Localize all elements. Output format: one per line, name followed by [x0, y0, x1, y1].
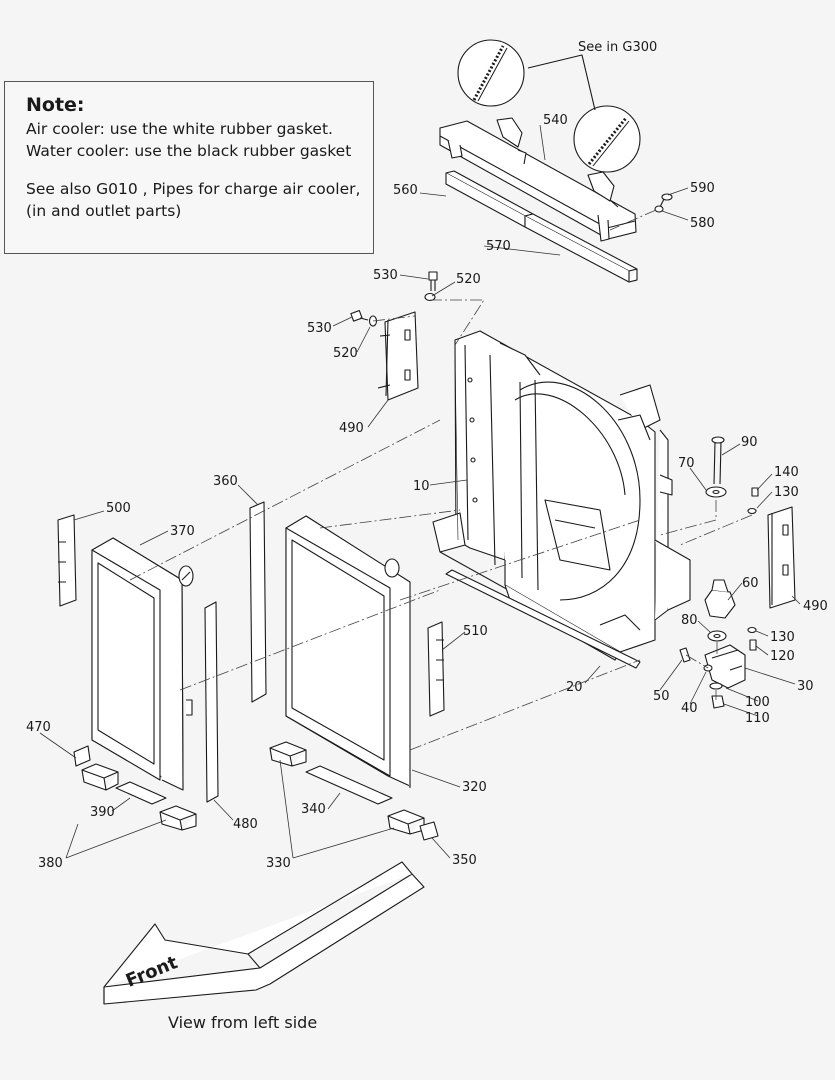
label-120: 120 — [770, 649, 795, 664]
front-arrow — [103, 861, 425, 1005]
label-80: 80 — [681, 613, 698, 628]
gasket-510 — [427, 621, 445, 717]
label-320: 320 — [462, 780, 487, 795]
label-50: 50 — [653, 689, 670, 704]
label-530-upper: 530 — [373, 268, 398, 283]
mount-bolt-90 — [705, 436, 759, 515]
label-510: 510 — [463, 624, 488, 639]
supports-left — [73, 745, 197, 831]
label-520-upper: 520 — [456, 272, 481, 287]
label-350: 350 — [452, 853, 477, 868]
gasket-strips-top — [445, 170, 638, 283]
gasket-360 — [249, 501, 267, 703]
leader-lines — [39, 124, 801, 859]
label-570: 570 — [486, 239, 511, 254]
note-spacer — [26, 162, 373, 178]
label-380: 380 — [38, 856, 63, 871]
view-caption: View from left side — [168, 1013, 317, 1032]
label-330: 330 — [266, 856, 291, 871]
label-520: 520 — [333, 346, 358, 361]
note-water-cooler: Water cooler: use the black rubber gaske… — [26, 142, 352, 160]
gasket-480 — [204, 601, 219, 803]
label-370: 370 — [170, 524, 195, 539]
label-100: 100 — [745, 695, 770, 710]
reference-label: See in G300 — [578, 40, 657, 55]
gasket-strip-20 — [445, 569, 641, 669]
detail-circle-right — [573, 105, 641, 173]
label-140: 140 — [774, 465, 799, 480]
label-60: 60 — [742, 576, 759, 591]
label-590: 590 — [690, 181, 715, 196]
supports-right — [269, 741, 439, 841]
mount-bracket-30 — [679, 644, 746, 709]
label-490-right: 490 — [803, 599, 828, 614]
label-560: 560 — [393, 183, 418, 198]
label-470: 470 — [26, 720, 51, 735]
reference-leader — [527, 54, 596, 111]
label-540: 540 — [543, 113, 568, 128]
label-40: 40 — [681, 701, 698, 716]
cooler-370 — [91, 537, 194, 791]
label-390: 390 — [90, 805, 115, 820]
label-30: 30 — [797, 679, 814, 694]
gasket-500 — [57, 514, 77, 607]
note-box: Note: Air cooler: use the white rubber g… — [4, 81, 374, 254]
top-bracket — [439, 117, 637, 242]
side-bracket-left — [377, 311, 419, 401]
label-580: 580 — [690, 216, 715, 231]
note-see-also: See also G010 , Pipes for charge air coo… — [26, 180, 361, 198]
detail-circle-left — [457, 39, 525, 107]
cooler-320 — [285, 515, 411, 788]
side-bracket-right — [767, 506, 796, 609]
label-340: 340 — [301, 802, 326, 817]
bolt-580-590 — [654, 193, 673, 213]
label-500: 500 — [106, 501, 131, 516]
rubber-mount-60 — [704, 579, 757, 651]
label-530: 530 — [307, 321, 332, 336]
label-20: 20 — [566, 680, 583, 695]
label-480: 480 — [233, 817, 258, 832]
label-70: 70 — [678, 456, 695, 471]
label-110: 110 — [745, 711, 770, 726]
label-130-upper: 130 — [774, 485, 799, 500]
assembly-lines — [129, 209, 753, 751]
note-air-cooler: Air cooler: use the white rubber gasket. — [26, 120, 333, 138]
note-in-outlet: (in and outlet parts) — [26, 202, 182, 220]
label-130-lower: 130 — [770, 630, 795, 645]
note-title: Note: — [26, 94, 85, 116]
label-10: 10 — [413, 479, 430, 494]
label-360: 360 — [213, 474, 238, 489]
shroud-frame — [432, 330, 691, 661]
label-490-left: 490 — [339, 421, 364, 436]
label-90: 90 — [741, 435, 758, 450]
